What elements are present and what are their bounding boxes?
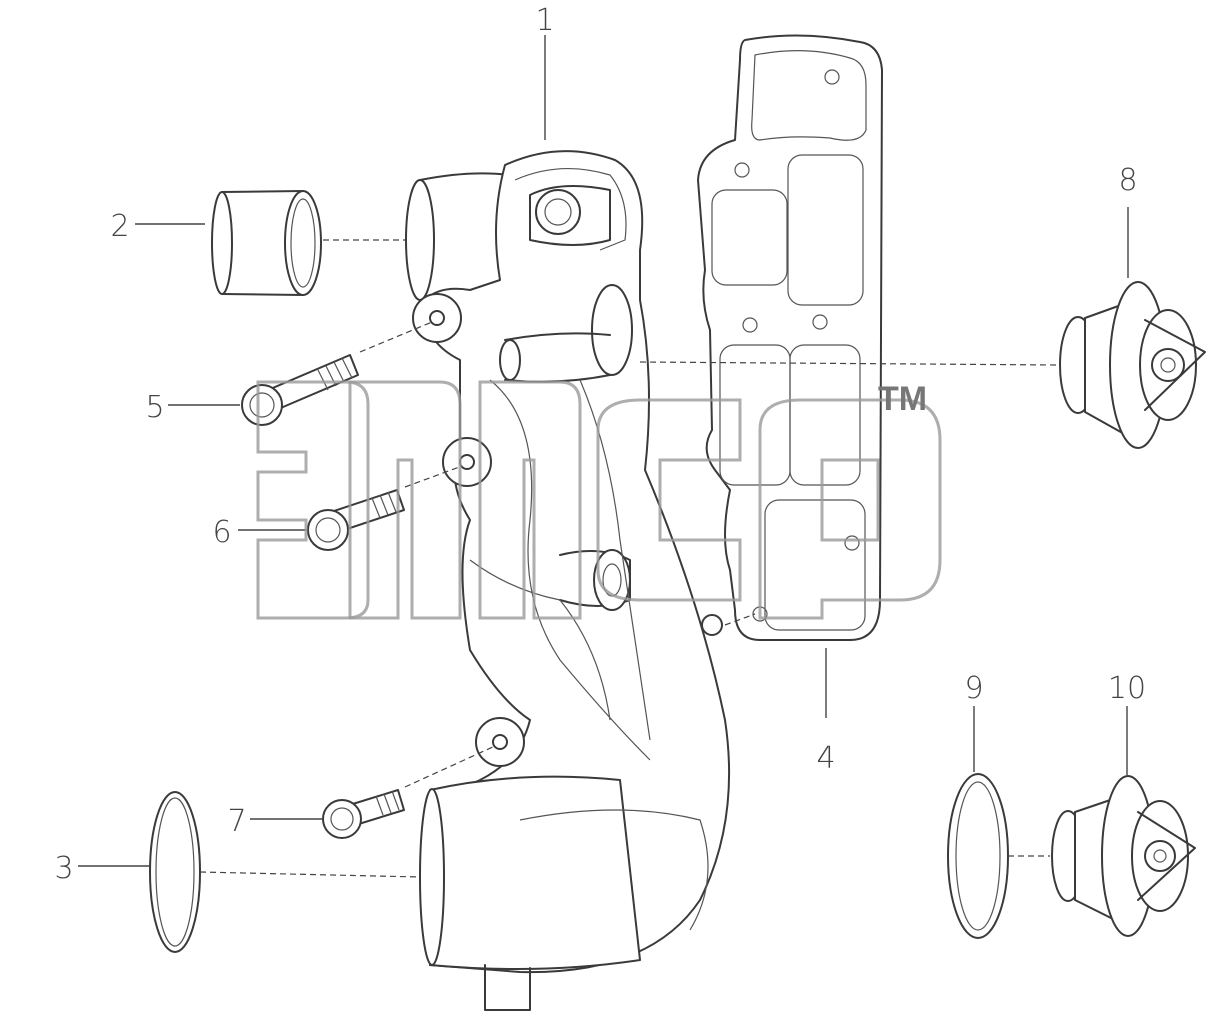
part-10-thermostat [1051,775,1196,937]
callout-7: 7 [227,804,246,839]
callout-labels: 1 2 3 4 5 6 7 8 9 10 [54,3,1146,886]
part-2-sleeve [211,190,322,296]
callout-8: 8 [1118,163,1137,198]
part-7-bolt [322,789,405,839]
trademark-symbol: TM [878,380,927,418]
leader-lines [78,35,1129,867]
callout-1: 1 [535,3,554,38]
callout-6: 6 [212,515,231,550]
callout-9: 9 [964,671,983,706]
callout-3: 3 [54,851,73,886]
callout-4: 4 [816,741,835,776]
assembly-lines [199,239,1059,878]
part-3-o-ring [149,791,201,953]
part-9-seal-ring [947,773,1009,939]
callout-5: 5 [145,390,164,425]
callout-10: 10 [1108,671,1146,706]
watermark-logo: TM [256,380,942,620]
callout-2: 2 [110,209,129,244]
part-8-thermostat [1059,281,1206,449]
part-6-bolt [307,489,405,551]
part-4-gasket [697,34,883,641]
part-1-thermostat-housing [405,150,731,1011]
